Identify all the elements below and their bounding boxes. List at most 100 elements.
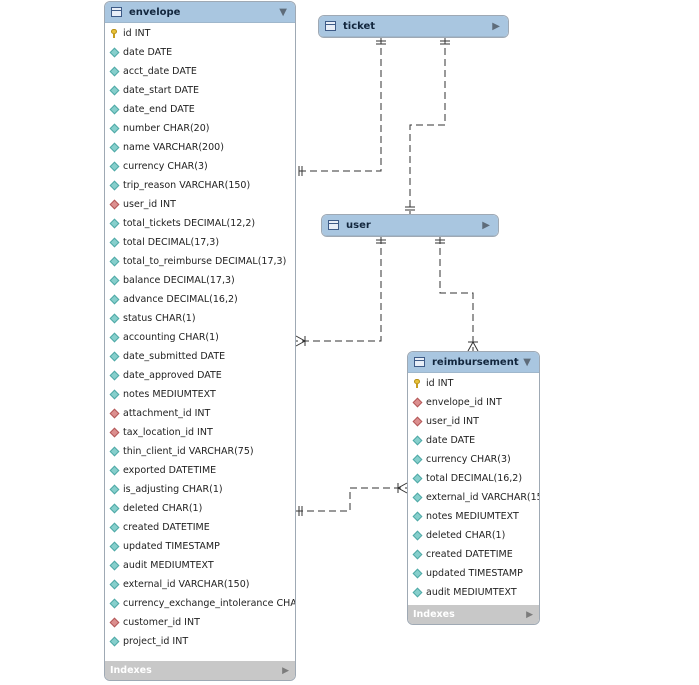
column-row[interactable]: trip_reason VARCHAR(150) [105, 176, 295, 195]
column-icon [109, 522, 119, 533]
column-label: created DATETIME [123, 522, 210, 533]
table-reimbursement-indexes[interactable]: Indexes ▶ [408, 605, 539, 624]
column-row[interactable]: total DECIMAL(16,2) [408, 469, 539, 488]
table-envelope-indexes[interactable]: Indexes ▶ [105, 661, 295, 680]
column-label: status CHAR(1) [123, 313, 196, 324]
column-row[interactable]: total_tickets DECIMAL(12,2) [105, 214, 295, 233]
column-row[interactable]: date_submitted DATE [105, 347, 295, 366]
foreign-key-icon [109, 427, 119, 438]
column-row[interactable]: project_id INT [105, 632, 295, 651]
column-row[interactable]: balance DECIMAL(17,3) [105, 271, 295, 290]
column-row[interactable]: user_id INT [105, 195, 295, 214]
expand-icon[interactable]: ▶ [492, 20, 500, 32]
expand-icon[interactable]: ▶ [526, 609, 533, 620]
column-row[interactable]: deleted CHAR(1) [105, 499, 295, 518]
marker-reimbursement-envelope [396, 482, 408, 494]
column-label: date DATE [426, 435, 476, 446]
column-row[interactable]: created DATETIME [408, 545, 539, 564]
expand-icon[interactable]: ▶ [282, 665, 289, 676]
column-row[interactable]: date_end DATE [105, 100, 295, 119]
column-label: notes MEDIUMTEXT [426, 511, 519, 522]
column-row[interactable]: is_adjusting CHAR(1) [105, 480, 295, 499]
column-row[interactable]: date DATE [408, 431, 539, 450]
marker-user-envelope [376, 239, 386, 244]
column-row[interactable]: status CHAR(1) [105, 309, 295, 328]
column-row[interactable]: external_id VARCHAR(150) [105, 575, 295, 594]
column-icon [412, 454, 422, 465]
column-icon [109, 47, 119, 58]
column-row[interactable]: audit MEDIUMTEXT [105, 556, 295, 575]
column-icon [109, 541, 119, 552]
column-label: external_id VARCHAR(150) [123, 579, 250, 590]
column-label: id INT [426, 378, 454, 389]
column-icon [109, 598, 119, 609]
column-label: external_id VARCHAR(150) [426, 492, 540, 503]
rel-envelope-reimbursement [296, 487, 407, 512]
marker-envelope-user [295, 335, 307, 347]
column-label: thin_client_id VARCHAR(75) [123, 446, 254, 457]
column-row[interactable]: updated TIMESTAMP [105, 537, 295, 556]
column-row[interactable]: deleted CHAR(1) [408, 526, 539, 545]
column-row[interactable]: customer_id INT [105, 613, 295, 632]
column-row[interactable]: advance DECIMAL(16,2) [105, 290, 295, 309]
expand-icon[interactable]: ▶ [482, 219, 490, 231]
column-row[interactable]: exported DATETIME [105, 461, 295, 480]
column-row[interactable]: id INT [408, 374, 539, 393]
column-icon [109, 66, 119, 77]
column-label: currency_exchange_intolerance CHAR(1) [123, 598, 296, 609]
column-row[interactable]: external_id VARCHAR(150) [408, 488, 539, 507]
foreign-key-icon [412, 397, 422, 408]
column-icon [109, 180, 119, 191]
column-row[interactable]: name VARCHAR(200) [105, 138, 295, 157]
column-row[interactable]: date DATE [105, 43, 295, 62]
column-row[interactable]: date_approved DATE [105, 366, 295, 385]
column-row[interactable]: audit MEDIUMTEXT [408, 583, 539, 602]
column-row[interactable]: envelope_id INT [408, 393, 539, 412]
table-user-header[interactable]: user ▶ [322, 215, 498, 236]
foreign-key-icon [109, 617, 119, 628]
column-label: currency CHAR(3) [426, 454, 511, 465]
table-envelope-title: envelope [129, 6, 181, 18]
column-row[interactable]: currency_exchange_intolerance CHAR(1) [105, 594, 295, 613]
column-label: balance DECIMAL(17,3) [123, 275, 235, 286]
column-label: total_to_reimburse DECIMAL(17,3) [123, 256, 287, 267]
table-ticket[interactable]: ticket ▶ [318, 15, 509, 38]
column-label: updated TIMESTAMP [123, 541, 220, 552]
column-icon [412, 435, 422, 446]
column-row[interactable]: currency CHAR(3) [408, 450, 539, 469]
table-icon [325, 21, 336, 31]
column-row[interactable]: attachment_id INT [105, 404, 295, 423]
column-icon [109, 313, 119, 324]
column-row[interactable]: date_start DATE [105, 81, 295, 100]
foreign-key-icon [109, 199, 119, 210]
column-row[interactable]: thin_client_id VARCHAR(75) [105, 442, 295, 461]
column-row[interactable]: notes MEDIUMTEXT [408, 507, 539, 526]
table-envelope-header[interactable]: envelope ▼ [105, 2, 295, 23]
column-row[interactable]: notes MEDIUMTEXT [105, 385, 295, 404]
column-row[interactable]: tax_location_id INT [105, 423, 295, 442]
column-row[interactable]: total_to_reimburse DECIMAL(17,3) [105, 252, 295, 271]
primary-key-icon [110, 29, 118, 38]
column-row[interactable]: number CHAR(20) [105, 119, 295, 138]
column-row[interactable]: acct_date DATE [105, 62, 295, 81]
collapse-icon[interactable]: ▼ [279, 6, 287, 18]
table-ticket-header[interactable]: ticket ▶ [319, 16, 508, 37]
column-row[interactable]: created DATETIME [105, 518, 295, 537]
table-icon [328, 220, 339, 230]
column-label: user_id INT [123, 199, 176, 210]
column-row[interactable]: total DECIMAL(17,3) [105, 233, 295, 252]
foreign-key-icon [412, 416, 422, 427]
column-row[interactable]: id INT [105, 24, 295, 43]
table-reimbursement-header[interactable]: reimbursement ▼ [408, 352, 539, 373]
table-user[interactable]: user ▶ [321, 214, 499, 237]
column-row[interactable]: user_id INT [408, 412, 539, 431]
column-row[interactable]: accounting CHAR(1) [105, 328, 295, 347]
column-row[interactable]: currency CHAR(3) [105, 157, 295, 176]
column-row[interactable]: updated TIMESTAMP [408, 564, 539, 583]
collapse-icon[interactable]: ▼ [523, 356, 531, 368]
column-label: currency CHAR(3) [123, 161, 208, 172]
